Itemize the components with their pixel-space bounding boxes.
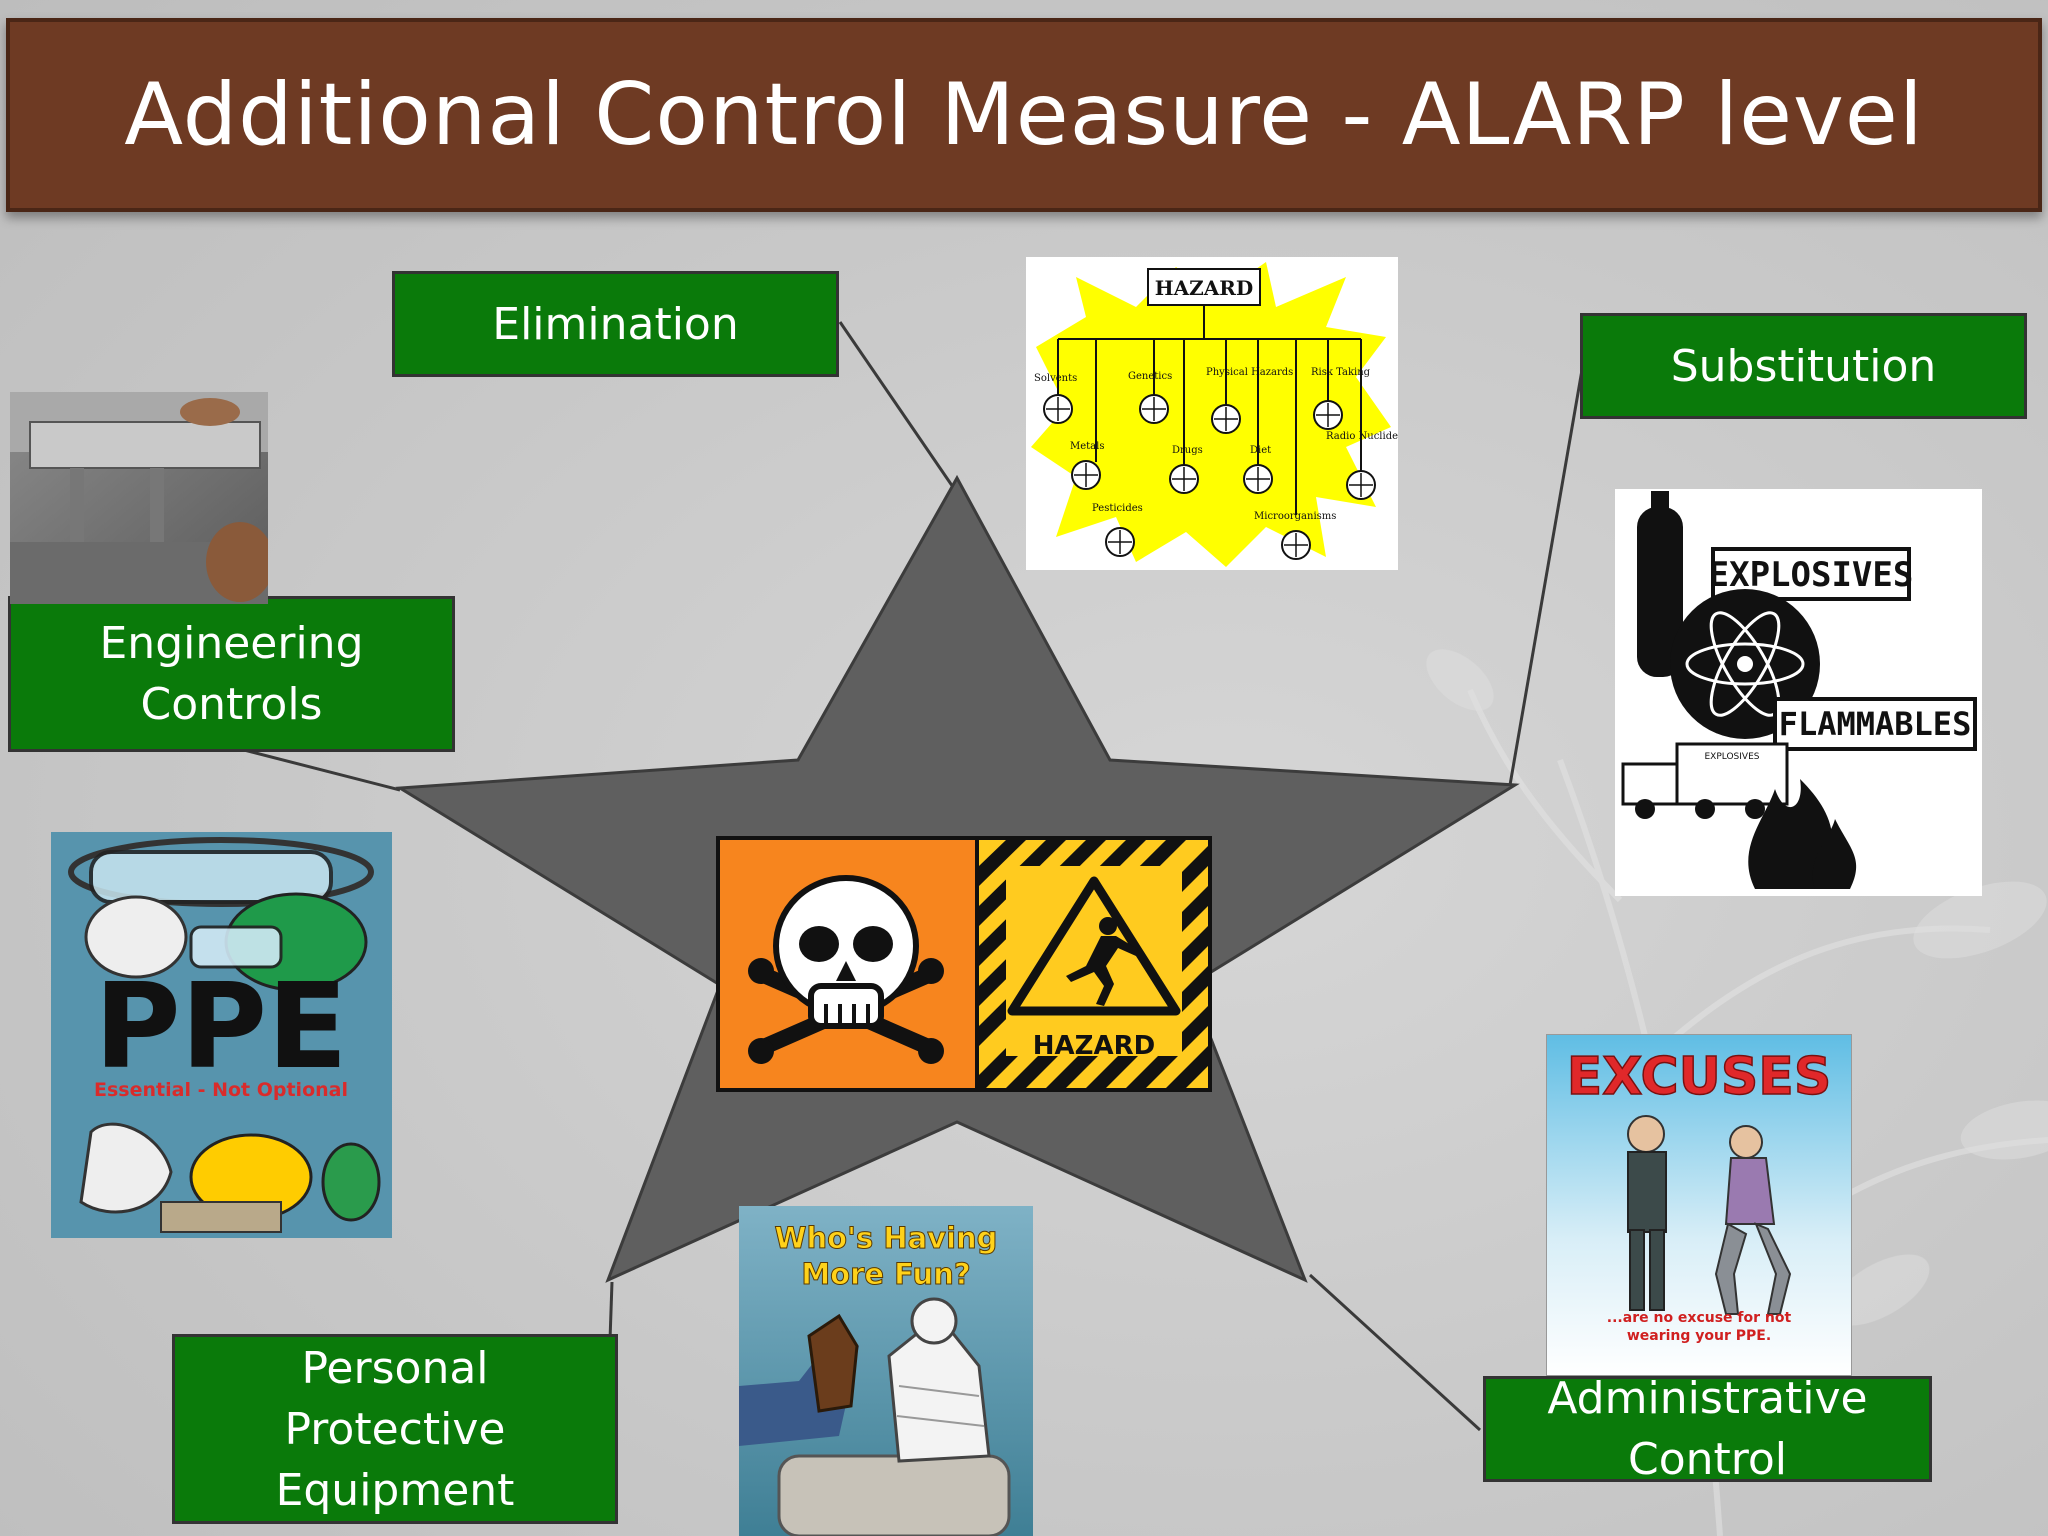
- label-engineering-text: Engineering Controls: [99, 618, 364, 730]
- officer-figure: [1627, 1115, 1667, 1311]
- hazard-warning-panel: HAZARD: [979, 840, 1208, 1088]
- hazard-item-solvents: Solvents: [1034, 373, 1077, 384]
- connector-administrative: [1308, 1273, 1482, 1432]
- label-elimination: Elimination: [392, 271, 839, 377]
- center-hazard-label: HAZARD: [1033, 1031, 1155, 1061]
- label-elimination-text: Elimination: [492, 298, 739, 350]
- hazard-item-genetics: Genetics: [1128, 371, 1172, 382]
- ppe-sub-text: Essential - Not Optional: [94, 1079, 348, 1101]
- excuses-line2: wearing your PPE.: [1627, 1328, 1771, 1344]
- hazard-item-pesticides: Pesticides: [1092, 503, 1143, 514]
- excuses-poster: EXCUSES ...are no excuse for not wearing…: [1546, 1034, 1852, 1376]
- hazard-item-radio: Radio Nuclides: [1326, 431, 1398, 442]
- hazard-item-risk: Risk Taking: [1311, 367, 1371, 378]
- engineering-controls-photo: [10, 392, 268, 604]
- hazard-item-micro: Microorganisms: [1254, 511, 1336, 522]
- connector-elimination: [838, 321, 957, 491]
- skull-crossbones-icon: [748, 875, 944, 1064]
- fun-poster-line1: Who's Having: [775, 1221, 998, 1255]
- ppe-poster: PPE Essential - Not Optional: [51, 832, 392, 1238]
- worker-figure: [1714, 1125, 1792, 1315]
- excuses-line1: ...are no excuse for not: [1607, 1310, 1792, 1326]
- title-bar: Additional Control Measure - ALARP level: [6, 18, 2042, 212]
- slide-title: Additional Control Measure - ALARP level: [124, 65, 1924, 165]
- label-personal-protective-equipment: Personal Protective Equipment: [172, 1334, 618, 1524]
- label-substitution-text: Substitution: [1670, 340, 1937, 392]
- excuses-title: EXCUSES: [1567, 1047, 1832, 1107]
- substitution-poster: EXPLOSIVES FLAMMABLES EXPLOSIVES: [1615, 489, 1982, 896]
- label-administrative-control: Administrative Control: [1483, 1373, 1932, 1485]
- fun-poster-line2: More Fun?: [801, 1257, 970, 1291]
- hazard-chart-header: HAZARD: [1155, 276, 1254, 300]
- truck-sign-text: EXPLOSIVES: [1705, 752, 1760, 762]
- connector-substitution: [1508, 369, 1584, 786]
- hazard-item-diet: Diet: [1250, 445, 1271, 456]
- label-substitution: Substitution: [1580, 313, 2027, 419]
- center-hazard-sign: HAZARD: [716, 836, 1212, 1092]
- ppe-big-text: PPE: [94, 957, 348, 1095]
- flammables-text: FLAMMABLES: [1779, 705, 1972, 743]
- hazard-item-drugs: Drugs: [1172, 445, 1203, 456]
- label-engineering-controls: Engineering Controls: [8, 596, 455, 752]
- label-administrative-text: Administrative Control: [1547, 1373, 1868, 1485]
- explosives-text: EXPLOSIVES: [1709, 555, 1914, 595]
- fun-poster: Who's Having More Fun?: [739, 1206, 1033, 1536]
- hazard-item-physical: Physical Hazards: [1206, 367, 1293, 378]
- hazard-item-metals: Metals: [1070, 441, 1104, 452]
- connector-ppe: [608, 1281, 614, 1341]
- label-ppe-text: Personal Protective Equipment: [275, 1342, 515, 1516]
- slipping-person-icon: [1066, 917, 1139, 1006]
- hazard-chart-image: HAZARD: [1026, 257, 1398, 570]
